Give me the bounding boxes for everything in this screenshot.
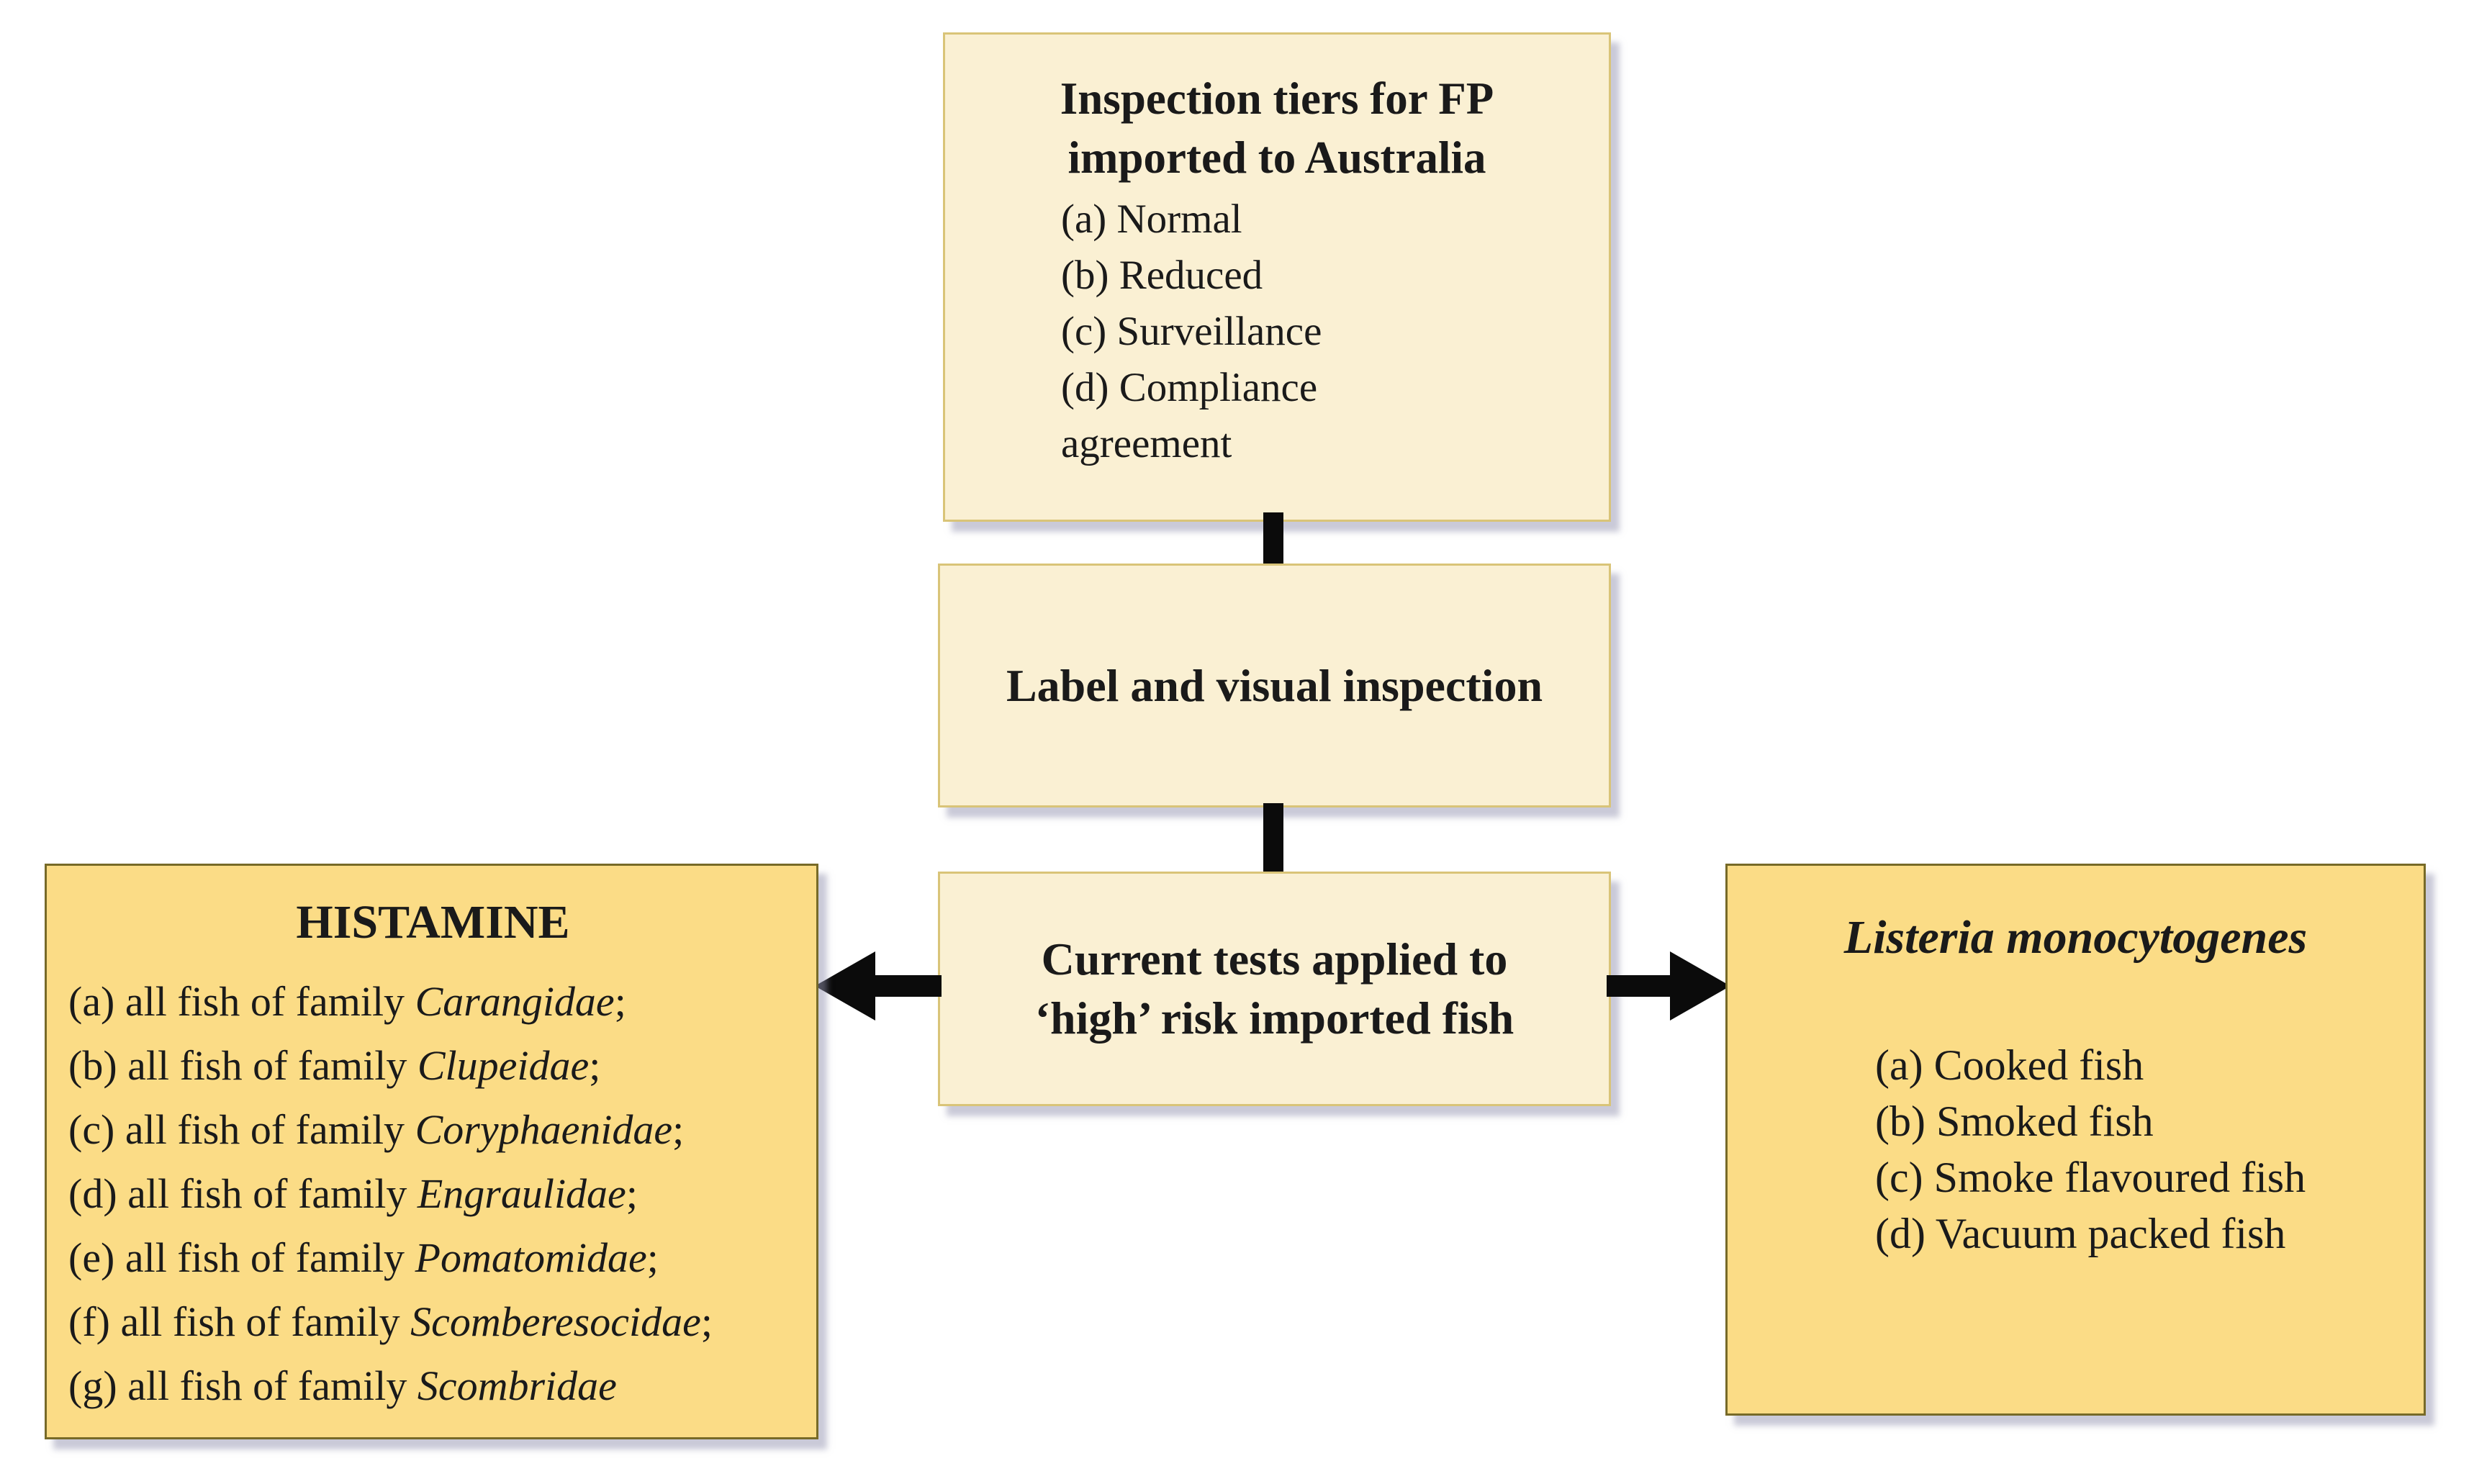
listeria-item-vacuum-packed: (d) Vacuum packed fish: [1875, 1210, 2286, 1257]
histamine-item-d: (d) all fish of family Engraulidae;: [68, 1170, 638, 1217]
connector-middle-to-center: [1263, 803, 1283, 877]
listeria-box: Listeria monocytogenes (a) Cooked fish (…: [1725, 864, 2426, 1416]
arrow-right-shaft: [1607, 975, 1673, 997]
arrow-right-head-icon: [1670, 951, 1730, 1021]
histamine-item-g: (g) all fish of family Scombridae: [68, 1362, 617, 1409]
arrow-left-shaft: [870, 975, 942, 997]
connector-top-to-middle: [1263, 512, 1283, 569]
histamine-item-e: (e) all fish of family Pomatomidae;: [68, 1234, 659, 1281]
histamine-title: HISTAMINE: [296, 896, 570, 949]
inspection-tiers-list: (a) Normal (b) Reduced (c) Surveillance …: [1061, 191, 1493, 472]
listeria-item-smoke-flavoured: (c) Smoke flavoured fish: [1875, 1154, 2306, 1201]
tier-item-normal: (a) Normal: [1061, 196, 1242, 242]
tier-item-surveillance: (c) Surveillance: [1061, 309, 1322, 354]
histamine-list: (a) all fish of family Carangidae; (b) a…: [68, 969, 798, 1418]
label-visual-inspection-title: Label and visual inspection: [1006, 659, 1543, 711]
current-tests-box: Current tests applied to ‘high’ risk imp…: [938, 872, 1611, 1106]
tier-item-reduced: (b) Reduced: [1061, 253, 1263, 298]
histamine-box: HISTAMINE (a) all fish of family Carangi…: [45, 864, 818, 1439]
listeria-item-cooked: (a) Cooked fish: [1875, 1041, 2144, 1089]
label-visual-inspection-box: Label and visual inspection: [938, 564, 1611, 807]
listeria-item-smoked: (b) Smoked fish: [1875, 1098, 2154, 1145]
inspection-tiers-title: Inspection tiers for FP imported to Aust…: [1060, 73, 1494, 183]
histamine-item-c: (c) all fish of family Coryphaenidae;: [68, 1106, 685, 1153]
listeria-title: Listeria monocytogenes: [1843, 911, 2308, 964]
tier-item-compliance: (d) Compliance agreement: [1061, 365, 1318, 466]
histamine-item-a: (a) all fish of family Carangidae;: [68, 978, 626, 1025]
arrow-left-head-icon: [815, 951, 875, 1021]
current-tests-title: Current tests applied to ‘high’ risk imp…: [1034, 933, 1514, 1044]
listeria-list: (a) Cooked fish (b) Smoked fish (c) Smok…: [1875, 1037, 2424, 1262]
histamine-item-f: (f) all fish of family Scomberesocidae;: [68, 1298, 713, 1345]
inspection-tiers-box: Inspection tiers for FP imported to Aust…: [943, 32, 1611, 522]
histamine-item-b: (b) all fish of family Clupeidae;: [68, 1042, 601, 1089]
